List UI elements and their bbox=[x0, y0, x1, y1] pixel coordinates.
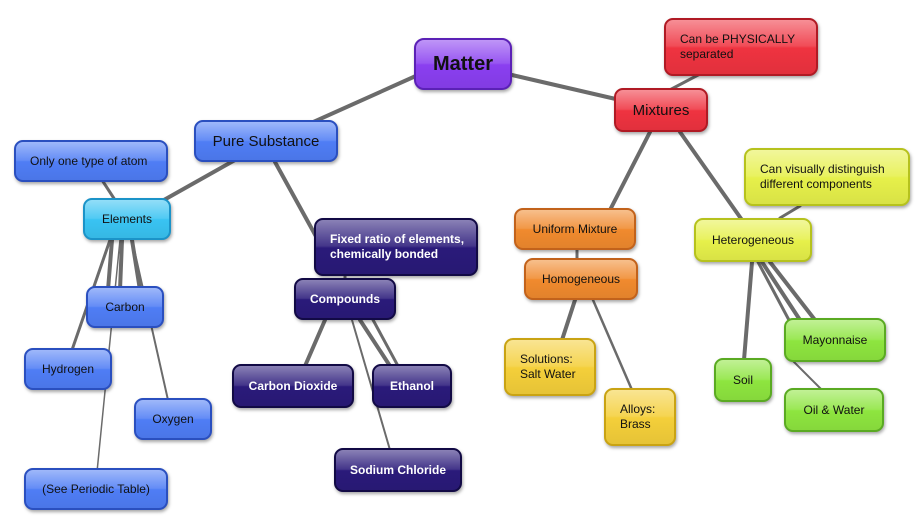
node-compounds-label: Compounds bbox=[310, 291, 380, 306]
node-mixtures[interactable]: Mixtures bbox=[614, 88, 708, 132]
edge-heterogeneous-oil-water-1 bbox=[756, 260, 792, 324]
edge-pure-substance-fixed-ratio bbox=[273, 160, 320, 242]
edge-elements-carbon-1 bbox=[106, 238, 114, 292]
edge-mixtures-uniform bbox=[608, 130, 652, 212]
node-homogeneous-label: Homogeneous bbox=[541, 271, 621, 286]
node-periodic-table-label: (See Periodic Table) bbox=[42, 481, 150, 496]
node-oil-water[interactable]: Oil & Water bbox=[784, 388, 884, 432]
node-carbon-label: Carbon bbox=[105, 299, 145, 314]
node-solutions[interactable]: Solutions: Salt Water bbox=[504, 338, 596, 396]
node-compounds[interactable]: Compounds bbox=[294, 278, 396, 320]
node-visually-distinguish[interactable]: Can visually distinguish different compo… bbox=[744, 148, 910, 206]
node-carbon[interactable]: Carbon bbox=[86, 286, 164, 328]
node-alloys[interactable]: Alloys: Brass bbox=[604, 388, 676, 446]
node-hydrogen[interactable]: Hydrogen bbox=[24, 348, 112, 390]
edge-homogeneous-solutions bbox=[560, 298, 577, 342]
node-solutions-label: Solutions: Salt Water bbox=[520, 352, 576, 381]
node-ethanol[interactable]: Ethanol bbox=[372, 364, 452, 408]
node-soil[interactable]: Soil bbox=[714, 358, 772, 402]
node-fixed-ratio[interactable]: Fixed ratio of elements, chemically bond… bbox=[314, 218, 478, 276]
node-one-atom-label: Only one type of atom bbox=[30, 153, 148, 168]
edge-heterogeneous-soil bbox=[742, 260, 754, 362]
node-heterogeneous[interactable]: Heterogeneous bbox=[694, 218, 812, 262]
node-oxygen[interactable]: Oxygen bbox=[134, 398, 212, 440]
edge-matter-mixtures bbox=[510, 73, 622, 102]
edge-heterogeneous-mayonnaise-1 bbox=[760, 260, 802, 322]
edge-one-atom-elements bbox=[100, 178, 117, 202]
node-uniform-mixture-label: Uniform Mixture bbox=[532, 221, 618, 236]
node-mixtures-label: Mixtures bbox=[632, 101, 690, 119]
edge-compounds-ethanol-1 bbox=[358, 318, 392, 368]
node-pure-substance[interactable]: Pure Substance bbox=[194, 120, 338, 162]
node-heterogeneous-label: Heterogeneous bbox=[711, 232, 795, 247]
edge-compounds-ethanol-2 bbox=[370, 316, 400, 368]
edge-pure-substance-elements bbox=[153, 158, 237, 207]
node-mayonnaise-label: Mayonnaise bbox=[802, 332, 868, 347]
node-one-atom[interactable]: Only one type of atom bbox=[14, 140, 168, 182]
node-oil-water-label: Oil & Water bbox=[803, 402, 865, 417]
node-mayonnaise[interactable]: Mayonnaise bbox=[784, 318, 886, 362]
edge-homogeneous-alloys bbox=[591, 298, 634, 392]
node-matter-label: Matter bbox=[432, 52, 493, 75]
node-physically-separated-label: Can be PHYSICALLY separated bbox=[680, 32, 796, 61]
node-matter[interactable]: Matter bbox=[414, 38, 512, 90]
node-physically-separated[interactable]: Can be PHYSICALLY separated bbox=[664, 18, 818, 76]
node-ethanol-label: Ethanol bbox=[390, 378, 434, 393]
node-oxygen-label: Oxygen bbox=[152, 411, 194, 426]
edge-heterogeneous-oil-water-2 bbox=[789, 357, 823, 391]
node-elements-label: Elements bbox=[101, 211, 153, 226]
node-uniform-mixture[interactable]: Uniform Mixture bbox=[514, 208, 636, 250]
node-soil-label: Soil bbox=[732, 372, 753, 387]
edge-compounds-sodium-chloride bbox=[351, 319, 391, 451]
node-carbon-dioxide-label: Carbon Dioxide bbox=[248, 378, 338, 393]
node-sodium-chloride-label: Sodium Chloride bbox=[350, 462, 446, 477]
node-visually-distinguish-label: Can visually distinguish different compo… bbox=[760, 162, 885, 191]
node-periodic-table[interactable]: (See Periodic Table) bbox=[24, 468, 168, 510]
edge-heterogeneous-mayonnaise-2 bbox=[768, 260, 817, 322]
node-fixed-ratio-label: Fixed ratio of elements, chemically bond… bbox=[330, 232, 465, 261]
node-alloys-label: Alloys: Brass bbox=[620, 402, 656, 431]
edge-mixtures-heterogeneous bbox=[678, 130, 744, 222]
node-pure-substance-label: Pure Substance bbox=[212, 132, 320, 150]
edge-compounds-carbon-dioxide bbox=[303, 318, 327, 368]
node-elements[interactable]: Elements bbox=[83, 198, 171, 240]
node-sodium-chloride[interactable]: Sodium Chloride bbox=[334, 448, 462, 492]
edge-elements-carbon-2 bbox=[118, 238, 124, 292]
edge-matter-pure-substance bbox=[298, 73, 420, 130]
node-hydrogen-label: Hydrogen bbox=[41, 361, 95, 376]
edge-heterogeneous-visual bbox=[778, 204, 802, 220]
node-carbon-dioxide[interactable]: Carbon Dioxide bbox=[232, 364, 354, 408]
node-homogeneous[interactable]: Homogeneous bbox=[524, 258, 638, 300]
